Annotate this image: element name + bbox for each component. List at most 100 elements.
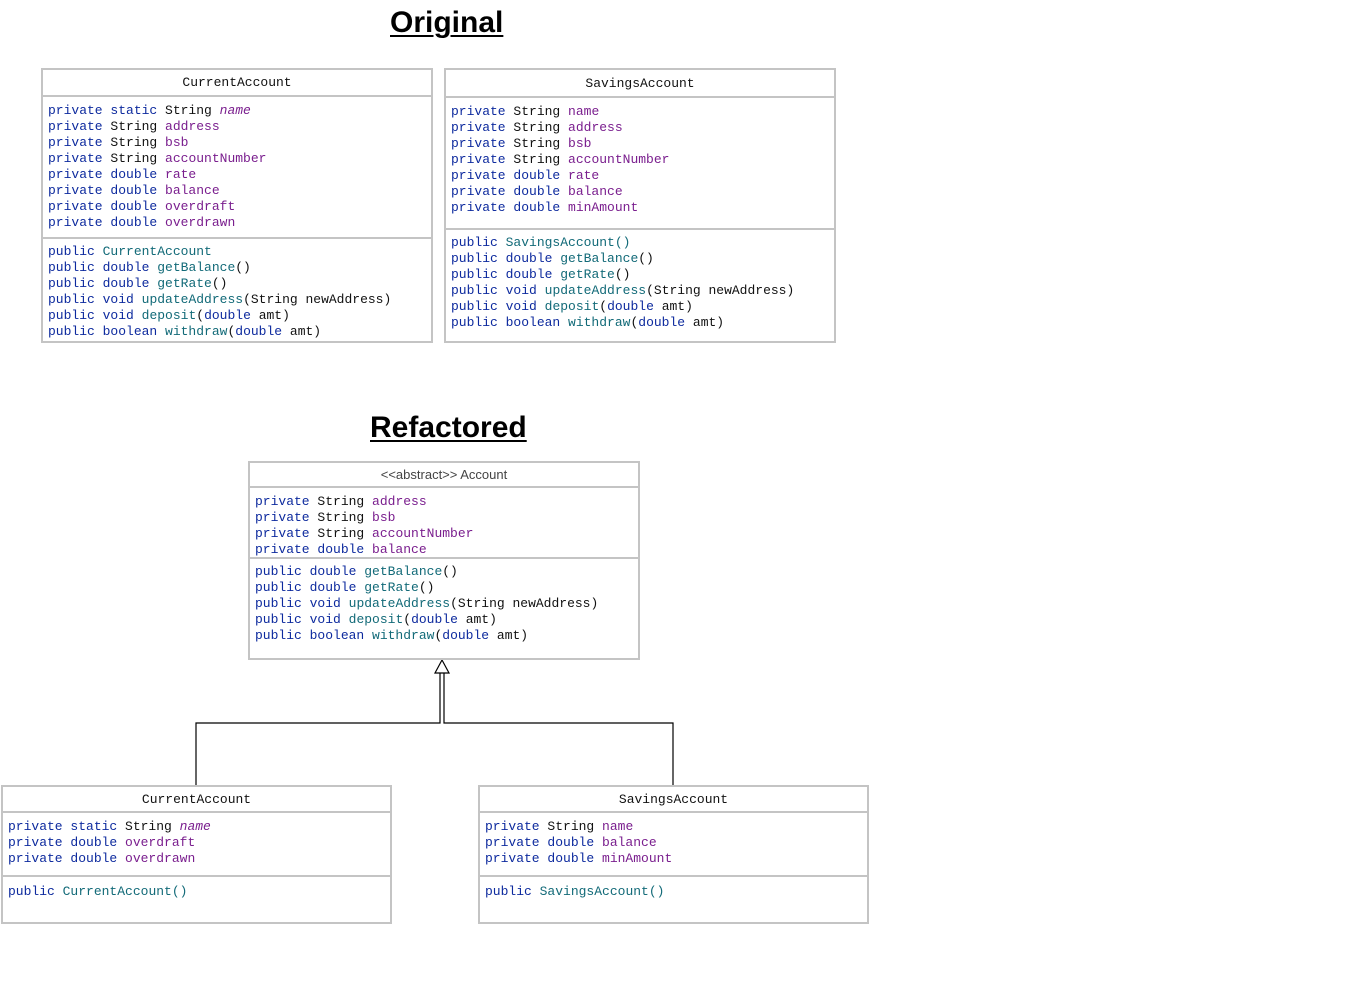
method-line: public void deposit(double amt)	[451, 299, 834, 315]
method-token: SavingsAccount()	[539, 884, 665, 899]
method-token: public	[48, 244, 95, 259]
method-token: updateAddress	[544, 283, 647, 298]
method-token: double	[411, 612, 458, 627]
savings-account-class-original[interactable]: SavingsAccount private String name privat…	[444, 68, 836, 343]
method-token: public boolean	[255, 628, 365, 643]
field-line: private double rate	[48, 167, 431, 183]
field-token: private static	[8, 819, 118, 834]
field-token: name	[602, 819, 634, 834]
field-token: private	[451, 152, 506, 167]
method-line: public double getRate()	[451, 267, 834, 283]
current-account-class-original[interactable]: CurrentAccount private static String nam…	[41, 68, 433, 343]
method-token: (	[599, 299, 608, 314]
method-token: public double	[48, 276, 150, 291]
field-token: private	[48, 135, 103, 150]
field-line: private String address	[255, 494, 638, 510]
field-token: balance	[568, 184, 623, 199]
method-token: public boolean	[48, 324, 158, 339]
method-line: public double getRate()	[255, 580, 638, 596]
method-token: public void	[255, 612, 341, 627]
field-token: name	[568, 104, 600, 119]
field-token: private double	[255, 542, 365, 557]
field-token: String	[110, 151, 158, 166]
method-token: amt)	[289, 324, 322, 339]
method-token: (	[227, 324, 236, 339]
method-token: deposit	[141, 308, 197, 323]
method-token: (String newAddress)	[450, 596, 599, 611]
method-token: double	[235, 324, 283, 339]
field-line: private double minAmount	[485, 851, 867, 867]
field-token: minAmount	[568, 200, 639, 215]
method-token: public double	[48, 260, 150, 275]
abstract-account-class[interactable]: <<abstract>> Account private String addr…	[248, 461, 640, 660]
methods-section: public SavingsAccount()public double get…	[446, 230, 834, 331]
method-token: public	[8, 884, 55, 899]
field-line: private String name	[485, 819, 867, 835]
method-token: withdraw	[568, 315, 631, 330]
field-token: private double	[48, 183, 158, 198]
connector-savings-to-account	[443, 673, 674, 785]
field-line: private String accountNumber	[451, 152, 834, 168]
method-token: ()	[235, 260, 251, 275]
field-line: private double balance	[255, 542, 638, 557]
method-token: getRate	[157, 276, 212, 291]
method-token: public void	[255, 596, 341, 611]
field-token: private static	[48, 103, 158, 118]
field-token: private	[255, 510, 310, 525]
field-token: private double	[8, 835, 118, 850]
field-line: private double overdraft	[8, 835, 390, 851]
class-title: SavingsAccount	[446, 70, 834, 98]
method-token: deposit	[348, 612, 404, 627]
field-token: private double	[451, 200, 561, 215]
method-line: public boolean withdraw(double amt)	[48, 324, 431, 340]
field-line: private double overdraft	[48, 199, 431, 215]
class-title: <<abstract>> Account	[250, 463, 638, 488]
field-token: private	[485, 819, 540, 834]
method-token: double	[607, 299, 654, 314]
field-token: accountNumber	[165, 151, 267, 166]
method-token: public void	[48, 308, 134, 323]
field-line: private double minAmount	[451, 200, 834, 216]
method-token: (	[196, 308, 205, 323]
field-token: private double	[48, 167, 158, 182]
original-heading: Original	[390, 6, 504, 39]
method-line: public double getBalance()	[451, 251, 834, 267]
field-token: private	[255, 526, 310, 541]
field-token: address	[372, 494, 427, 509]
field-token: String	[513, 152, 561, 167]
method-token: public	[451, 235, 498, 250]
field-token: private	[451, 120, 506, 135]
method-token: amt)	[258, 308, 290, 323]
method-token: public	[485, 884, 532, 899]
method-line: public double getRate()	[48, 276, 431, 292]
methods-section: public CurrentAccount()	[3, 877, 390, 900]
method-token: ()	[614, 267, 631, 282]
field-token: overdraft	[125, 835, 196, 850]
method-token: ()	[442, 564, 458, 579]
method-line: public void updateAddress(String newAddr…	[48, 292, 431, 308]
field-token: rate	[568, 168, 600, 183]
method-token: withdraw	[165, 324, 228, 339]
method-token: public void	[48, 292, 134, 307]
field-line: private String bsb	[255, 510, 638, 526]
field-token: String	[110, 119, 158, 134]
method-token: public double	[451, 267, 553, 282]
field-token: balance	[165, 183, 220, 198]
method-token: public double	[255, 564, 357, 579]
field-token: accountNumber	[568, 152, 670, 167]
field-token: private double	[48, 199, 158, 214]
field-token: private	[48, 119, 103, 134]
class-title: CurrentAccount	[43, 70, 431, 97]
method-line: public double getBalance()	[255, 564, 638, 580]
field-token: overdraft	[165, 199, 236, 214]
refactored-heading: Refactored	[370, 411, 527, 444]
field-token: bsb	[568, 136, 592, 151]
field-token: String	[165, 103, 212, 118]
current-account-class-refactored[interactable]: CurrentAccount private static String nam…	[1, 785, 392, 924]
method-line: public void deposit(double amt)	[48, 308, 431, 324]
method-token: getRate	[364, 580, 419, 595]
field-line: private double balance	[451, 184, 834, 200]
